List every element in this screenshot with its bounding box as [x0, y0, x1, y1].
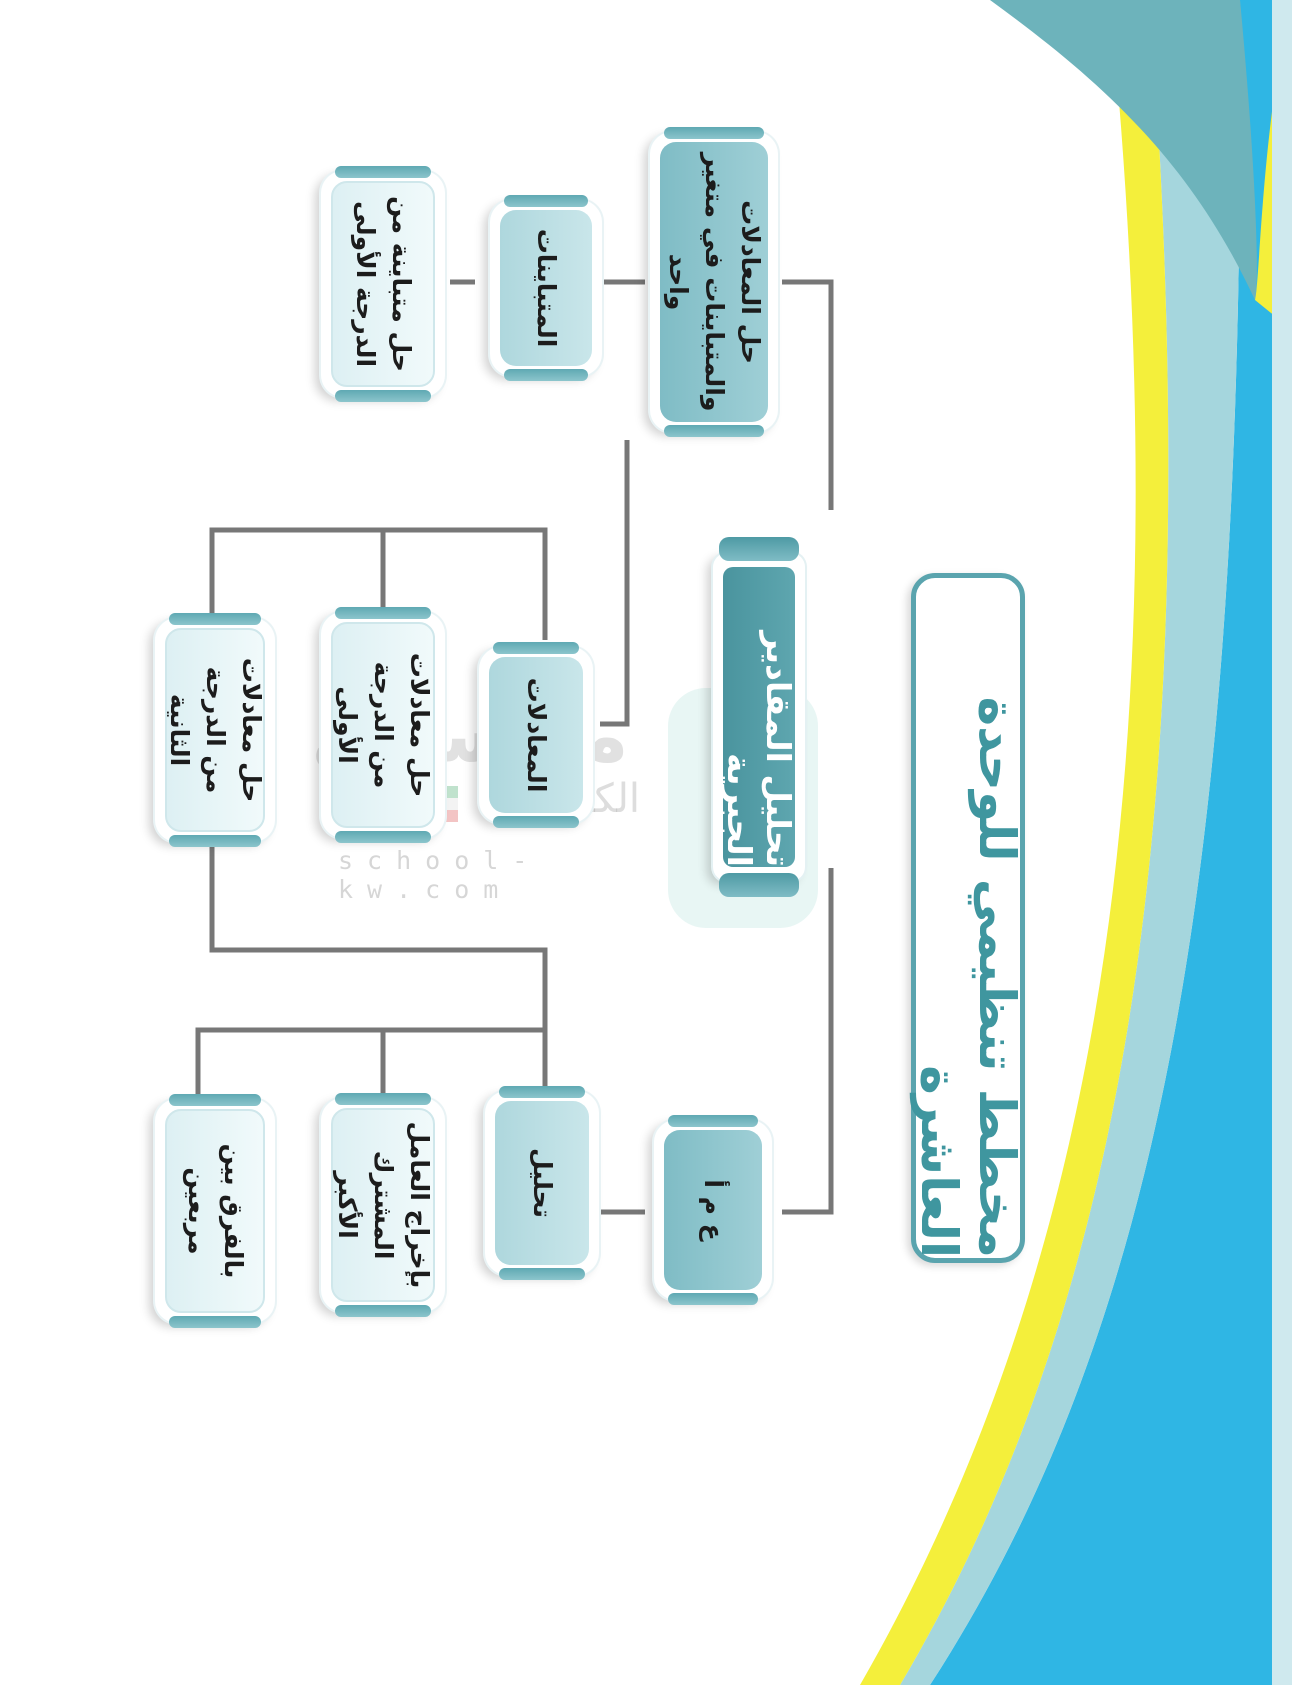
connector-equations-bracket — [209, 527, 548, 640]
node-solve-equation-first-degree-label: حل معادلات من الدرجة الأولى — [331, 622, 435, 828]
node-equations-label: المعادلات — [489, 657, 583, 813]
bg-yellow-swoosh — [860, 0, 1169, 1685]
node-solve-equation-second-degree-label: حل معادلات من الدرجة الثانية — [165, 628, 266, 832]
connector-main-to-equations-inequalities — [782, 279, 834, 510]
node-difference-of-squares: بالفرق بين مربعين — [155, 1099, 275, 1323]
bg-teal-swoosh — [990, 0, 1257, 300]
node-equations: المعادلات — [479, 647, 593, 823]
connector-factoring-bracket — [195, 1027, 545, 1098]
bg-light-blue-swoosh — [930, 0, 1292, 1685]
main-topic-node: تحليل المقادير الجبرية — [713, 537, 805, 897]
connector-eq-second-to-factoring — [209, 842, 548, 1120]
node-difference-of-squares-label: بالفرق بين مربعين — [165, 1109, 265, 1313]
node-solve-inequality-first-degree: حل متباينة من الدرجة الأولى — [321, 171, 445, 397]
node-equations-inequalities: حل المعادلات والمتباينات في متغير واحد — [650, 132, 778, 432]
main-topic-cap-left — [719, 537, 799, 561]
node-solve-equation-first-degree: حل معادلات من الدرجة الأولى — [321, 612, 445, 838]
node-equations-inequalities-label: حل المعادلات والمتباينات في متغير واحد — [660, 142, 768, 422]
main-topic-label: تحليل المقادير الجبرية — [720, 567, 798, 867]
connector-main-to-gcf — [782, 868, 834, 1215]
node-inequalities: المتباينات — [490, 200, 602, 376]
node-factor-common: بإخراج العامل المشترك الأكبر — [321, 1098, 445, 1312]
node-solve-inequality-first-degree-label: حل متباينة من الدرجة الأولى — [331, 181, 435, 387]
bg-right-strip — [1272, 0, 1292, 1685]
node-factor-common-label: بإخراج العامل المشترك الأكبر — [331, 1108, 435, 1302]
node-gcf-label: ع م أ — [664, 1130, 762, 1290]
main-topic-cap-right — [719, 873, 799, 897]
node-factoring-label: تحليل — [495, 1101, 589, 1265]
connector-eq-ineq-to-equations — [600, 440, 630, 727]
node-inequalities-label: المتباينات — [500, 210, 592, 366]
diagram-title: مخطط تنظيمي للوحدة العاشرة — [910, 573, 1026, 1263]
node-solve-equation-second-degree: حل معادلات من الدرجة الثانية — [155, 618, 275, 842]
node-gcf: ع م أ — [654, 1120, 772, 1300]
node-factoring: تحليل — [485, 1091, 599, 1275]
